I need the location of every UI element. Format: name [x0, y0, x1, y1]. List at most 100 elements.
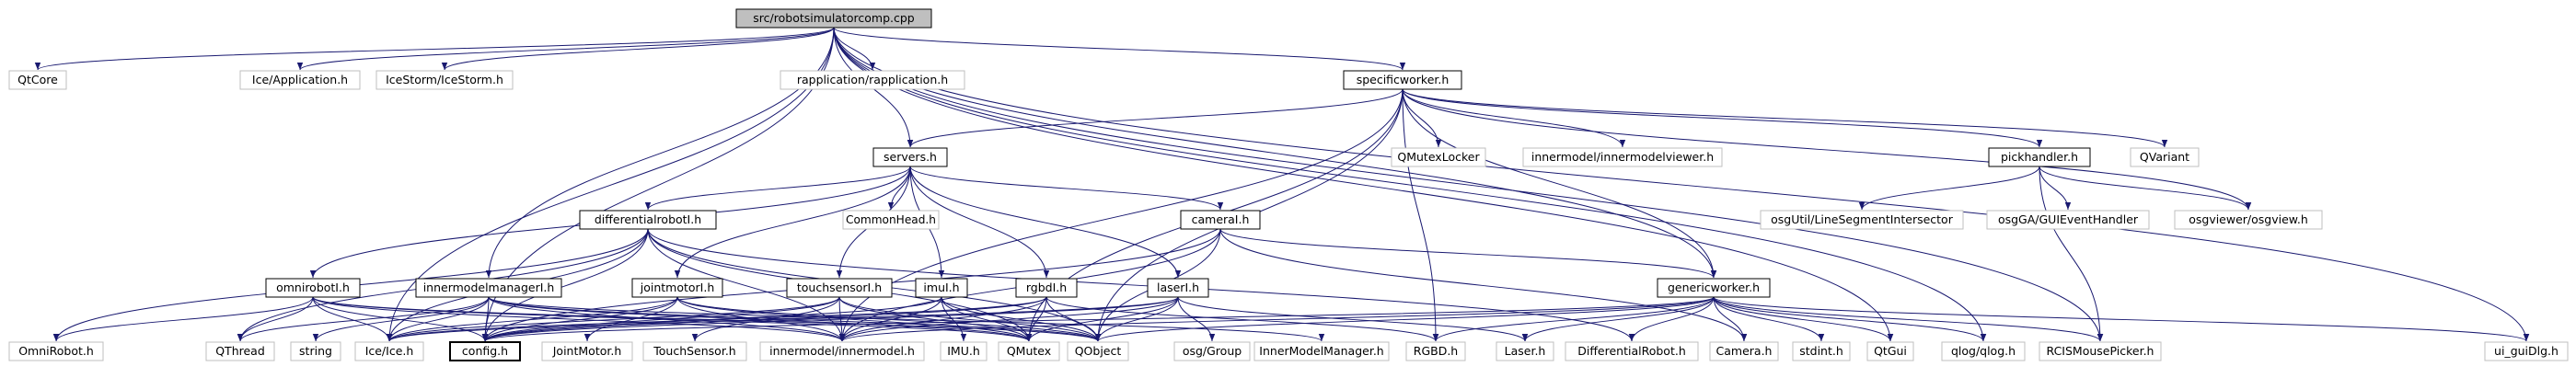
node-jointmotor: JointMotor.h: [541, 341, 633, 361]
edge-touchsensorI-to-qobject: [838, 296, 1102, 342]
edge-jointmotorI-to-iceice: [386, 296, 678, 342]
node-label: servers.h: [884, 150, 937, 164]
node-box: [998, 341, 1060, 361]
node-stdint: stdint.h: [1792, 341, 1851, 361]
node-qthread: QThread: [205, 341, 275, 361]
node-box: [872, 147, 948, 167]
node-label: IMU.h: [947, 344, 980, 358]
node-qmutex: QMutex: [998, 341, 1060, 361]
node-label: QVariant: [2140, 150, 2189, 164]
node-box: [1792, 341, 1851, 361]
node-label: QtCore: [17, 73, 58, 86]
node-box: [759, 341, 925, 361]
node-label: src/robotsimulatorcomp.cpp: [753, 11, 914, 25]
node-box: [1709, 341, 1779, 361]
node-rgbdI[interactable]: rgbdI.h: [1015, 278, 1078, 298]
edge-servers-to-differentialrobot: [644, 166, 911, 211]
edge-laserI-to-laser: [1177, 296, 1529, 342]
node-root[interactable]: src/robotsimulatorcomp.cpp: [735, 8, 932, 29]
edge-specificworker-to-genericworker: [1402, 88, 1717, 279]
node-touchsensorI[interactable]: touchsensorI.h: [786, 278, 893, 298]
edge-root-to-ice_application: [297, 27, 835, 71]
node-innermodel: innermodel/innermodel.h: [759, 341, 925, 361]
node-label: InnerModelManager.h: [1259, 344, 1383, 358]
node-label: QMutexLocker: [1397, 150, 1480, 164]
edge-genericworker-to-qlog: [1713, 296, 1987, 342]
edge-jointmotorI-to-config: [481, 296, 678, 342]
edge-rgbdI-to-qmutex: [1025, 296, 1047, 342]
node-pickhandler[interactable]: pickhandler.h: [1988, 147, 2091, 167]
edge-pickhandler-to-rcismouse: [2039, 166, 2104, 342]
edge-jointmotorI-to-qmutex: [676, 296, 1033, 342]
node-label: omnirobotI.h: [276, 281, 350, 294]
node-cameral[interactable]: cameraI.h: [1180, 210, 1261, 230]
node-box: [1941, 341, 2026, 361]
node-box: [842, 210, 940, 230]
node-label: laserI.h: [1157, 281, 1199, 294]
node-iceice: Ice/Ice.h: [354, 341, 424, 361]
node-genericworker[interactable]: genericworker.h: [1657, 278, 1771, 298]
node-laserI[interactable]: laserI.h: [1147, 278, 1209, 298]
node-box: [205, 341, 275, 361]
node-box: [2174, 210, 2323, 230]
node-linesegment: osgUtil/LineSegmentIntersector: [1760, 210, 1964, 230]
node-box: [1988, 147, 2091, 167]
node-label: CommonHead.h: [846, 212, 936, 226]
node-box: [1866, 341, 1914, 361]
edge-servers-to-rgbdI: [909, 166, 1050, 279]
edge-specificworker-to-qvariant: [1402, 88, 2167, 148]
edge-omnirobotI-to-qthread: [237, 296, 314, 342]
node-label: jointmotorI.h: [640, 281, 715, 294]
node-label: stdint.h: [1799, 344, 1843, 358]
node-box: [735, 8, 932, 29]
edge-innermodelmanagerI-to-innermodelmanager: [488, 296, 1324, 342]
node-config[interactable]: config.h: [449, 341, 521, 361]
node-box: [1180, 210, 1261, 230]
node-label: QThread: [215, 344, 265, 358]
node-innermodelmanagerI[interactable]: innermodelmanagerI.h: [415, 278, 562, 298]
edge-imuI-to-qobject: [941, 296, 1102, 342]
node-label: config.h: [462, 344, 508, 358]
edge-touchsensorI-to-iceice: [386, 296, 840, 342]
node-label: pickhandler.h: [2001, 150, 2078, 164]
node-omnirobotI[interactable]: omnirobotI.h: [265, 278, 361, 298]
edge-genericworker-to-qobject: [1095, 296, 1715, 342]
node-box: [1173, 341, 1251, 361]
node-differentialrobot[interactable]: differentialrobotI.h: [579, 210, 717, 230]
edge-innermodelmanagerI-to-string: [312, 296, 490, 342]
node-uiguidlg: ui_guiDlg.h: [2484, 341, 2569, 361]
node-box: [1496, 341, 1554, 361]
node-box: [1986, 210, 2150, 230]
node-box: [1147, 278, 1209, 298]
node-box: [2130, 147, 2200, 167]
edge-genericworker-to-camera: [1713, 296, 1748, 342]
node-box: [1253, 341, 1390, 361]
node-innermodelmanager: InnerModelManager.h: [1253, 341, 1390, 361]
edge-genericworker-to-stdint: [1713, 296, 1825, 342]
node-imuI[interactable]: imuI.h: [915, 278, 968, 298]
edge-specificworker-to-innermodelviewer: [1402, 88, 1626, 148]
node-specificworker[interactable]: specificworker.h: [1343, 70, 1462, 90]
edge-root-to-icestorm: [441, 27, 835, 71]
node-label: QtGui: [1874, 344, 1907, 358]
node-label: DifferentialRobot.h: [1577, 344, 1686, 358]
node-string: string: [290, 341, 341, 361]
edge-servers-to-laserI: [909, 166, 1182, 279]
node-jointmotorI[interactable]: jointmotorI.h: [631, 278, 723, 298]
node-box: [1565, 341, 1699, 361]
node-qtcore: QtCore: [8, 70, 67, 90]
node-box: [940, 341, 988, 361]
edge-differentialrobot-to-innermodel: [647, 228, 846, 342]
edge-imuI-to-imu: [941, 296, 967, 342]
node-camera: Camera.h: [1709, 341, 1779, 361]
edge-pickhandler-to-guieventhandler: [2039, 166, 2072, 211]
edge-imuI-to-qmutex: [941, 296, 1033, 342]
node-label: Camera.h: [1716, 344, 1773, 358]
node-box: [239, 70, 361, 90]
node-qvariant: QVariant: [2130, 147, 2200, 167]
node-box: [375, 70, 514, 90]
node-servers[interactable]: servers.h: [872, 147, 948, 167]
node-commonhead: CommonHead.h: [842, 210, 940, 230]
node-rcismouse: RCISMousePicker.h: [2039, 341, 2162, 361]
